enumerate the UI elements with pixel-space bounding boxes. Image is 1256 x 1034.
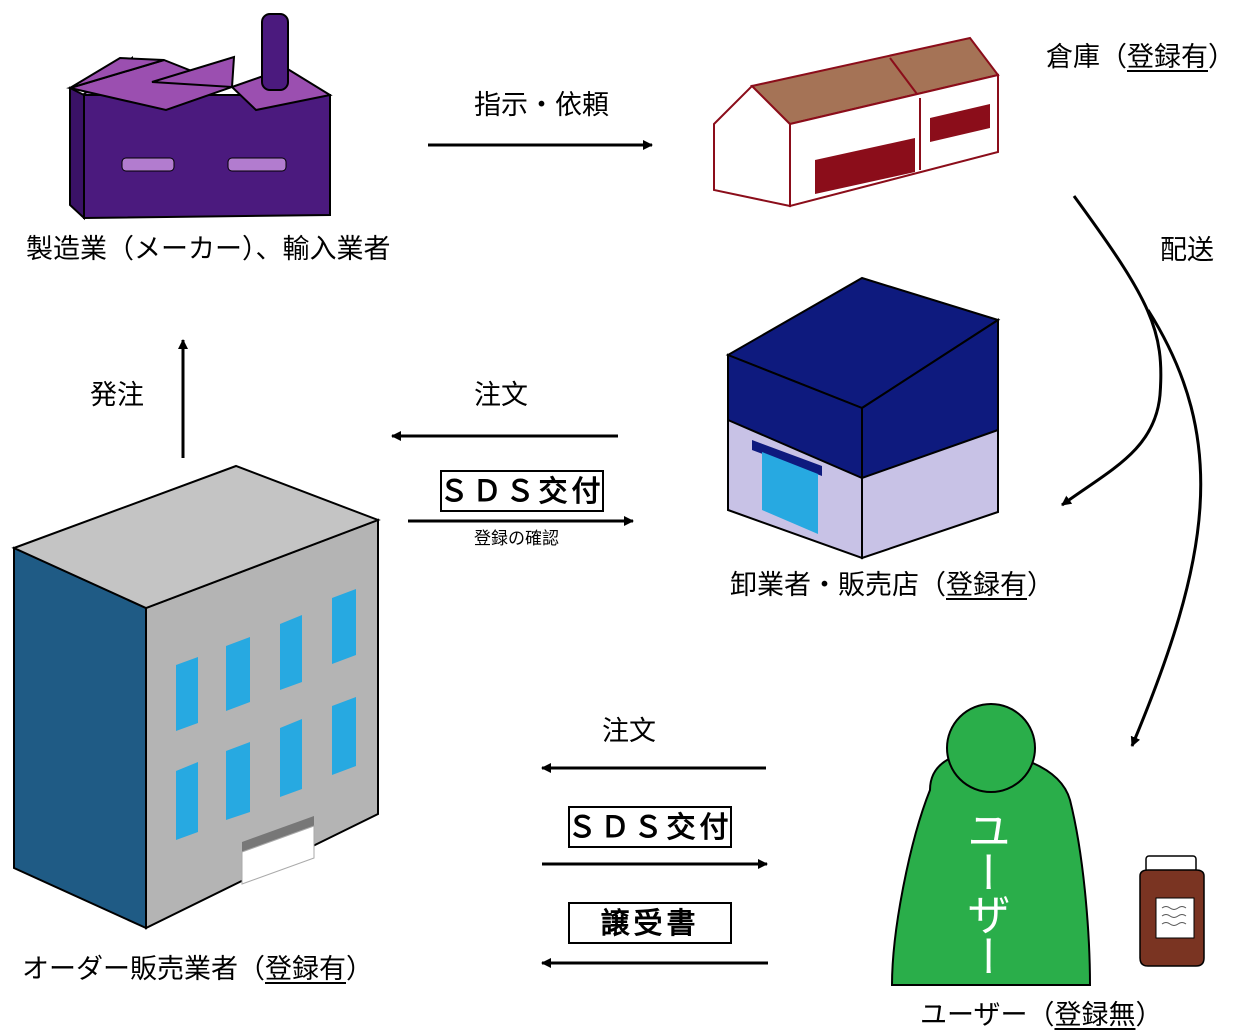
office-building-icon: [11, 464, 381, 930]
sds-bottom-box: ＳＤＳ交付: [568, 806, 732, 848]
sds-top-box: ＳＤＳ交付: [440, 470, 604, 512]
delivery-label: 配送: [1160, 235, 1214, 266]
user-figure-icon: [890, 703, 1092, 986]
wholesaler-label: 卸業者・販売店（登録有）: [730, 570, 1054, 601]
maker-label: 製造業（メーカー）、輸入業者: [26, 234, 391, 265]
order-bottom-label: 注文: [602, 716, 656, 747]
chemical-bottle-icon: [1139, 855, 1205, 967]
delivery-arrow-to-wholesaler: [1061, 195, 1163, 507]
store-icon: [725, 276, 1001, 560]
registration-check-label: 登録の確認: [474, 529, 559, 549]
place-order-label: 発注: [90, 380, 144, 411]
user-label: ユーザー（登録無）: [920, 1000, 1163, 1031]
warehouse-label: 倉庫（登録有）: [1046, 42, 1235, 73]
delivery-arrow-to-user: [1130, 309, 1203, 747]
order-seller-label: オーダー販売業者（登録有）: [22, 954, 373, 985]
instruction-label: 指示・依頼: [474, 90, 609, 121]
factory-icon: [66, 13, 333, 221]
warehouse-icon: [713, 36, 1000, 208]
order-top-label: 注文: [474, 380, 528, 411]
transfer-document-box: 譲受書: [568, 902, 732, 944]
user-figure-text: ユーザー: [959, 808, 1010, 976]
